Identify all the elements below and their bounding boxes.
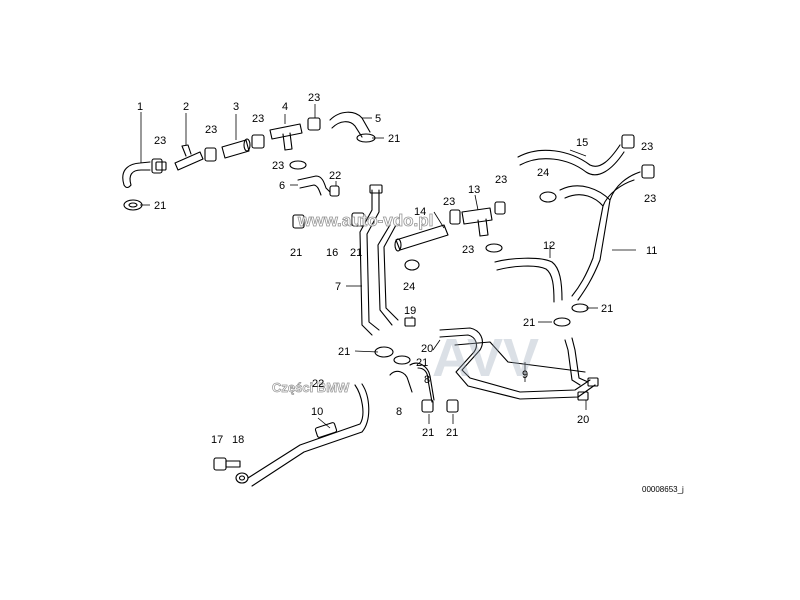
- callout-11: 11: [646, 245, 657, 257]
- part-24-clamp-right: [539, 191, 557, 203]
- callout-10: 10: [311, 406, 323, 418]
- callout-20-a: 20: [421, 343, 433, 355]
- callout-23-h: 23: [462, 244, 474, 256]
- callout-5: 5: [375, 113, 381, 125]
- callout-21-d: 21: [350, 247, 362, 259]
- part-19-fitting: [404, 317, 416, 327]
- callout-23-f: 23: [443, 196, 455, 208]
- part-21-clamp-mid: [374, 346, 411, 365]
- callout-23-a: 23: [308, 92, 320, 104]
- callout-21-c: 21: [290, 247, 302, 259]
- callout-24-a: 24: [403, 281, 415, 293]
- part-13-connector: [461, 207, 493, 237]
- callout-23-i: 23: [641, 141, 653, 153]
- leader-lines: [140, 104, 636, 429]
- part-14-hose-straight: [394, 224, 449, 252]
- callout-21-i: 21: [422, 427, 434, 439]
- callout-20-b: 20: [577, 414, 589, 426]
- part-1-hose-elbow: [122, 161, 151, 189]
- svg-text:AVV: AVV: [432, 328, 539, 388]
- callout-23-c: 23: [205, 124, 217, 136]
- callout-6: 6: [279, 180, 285, 192]
- callout-22-b: 22: [312, 378, 324, 390]
- part-10-pipe: [247, 383, 370, 487]
- part-21-clamp-bottom: [421, 399, 459, 413]
- part-23-clamp-12: [641, 164, 655, 179]
- part-17-bolt: [213, 457, 241, 471]
- callout-9: 9: [522, 369, 528, 381]
- part-23-clamp-9: [494, 201, 506, 215]
- part-3-hose-straight: [221, 138, 251, 159]
- callout-19: 19: [404, 305, 416, 317]
- part-23-clamp-4: [307, 117, 321, 131]
- part-9-pipe-assembly: [439, 327, 596, 400]
- callout-8-b: 8: [396, 406, 402, 418]
- callout-21-g: 21: [338, 346, 350, 358]
- callout-23-e: 23: [272, 160, 284, 172]
- part-11-hose-long: [559, 171, 641, 301]
- callout-14: 14: [414, 206, 426, 218]
- part-23-clamp-6: [289, 160, 307, 170]
- part-5-hose-bend: [329, 111, 371, 138]
- part-23-clamp-3: [251, 134, 265, 149]
- part-23-clamp-1: [151, 158, 167, 174]
- part-7-pipe-assembly: [359, 184, 399, 336]
- diagram-code: 00008653_j: [642, 485, 684, 494]
- callout-24-b: 24: [537, 167, 549, 179]
- callout-21-b: 21: [154, 200, 166, 212]
- callout-23-d: 23: [252, 113, 264, 125]
- part-21-clamp-left: [123, 199, 143, 211]
- callout-16: 16: [326, 247, 338, 259]
- part-23-clamp-11: [621, 134, 635, 149]
- part-23-clamp-8: [449, 209, 461, 225]
- callout-21-h: 21: [416, 357, 428, 369]
- callout-15: 15: [576, 137, 588, 149]
- part-15-hose-bend: [517, 144, 625, 176]
- part-18-washer: [235, 472, 249, 484]
- callout-22-a: 22: [329, 170, 341, 182]
- part-8-hose-elbow: [389, 362, 435, 403]
- callout-21-a: 21: [388, 133, 400, 145]
- callout-13: 13: [468, 184, 480, 196]
- part-16-clamp: [351, 212, 365, 227]
- callout-23-g: 23: [495, 174, 507, 186]
- part-22-clamp-top: [329, 185, 340, 197]
- callout-1: 1: [137, 101, 143, 113]
- part-4-t-connector: [269, 123, 303, 151]
- part-23-clamp-2: [204, 147, 217, 162]
- callout-labels: 1 2 3 4 23 5 21 23 23 23 21 23 6 22 21 1…: [137, 92, 657, 446]
- caption-watermark: Części BMW: [272, 380, 350, 395]
- part-21-clamp-pair: [553, 303, 589, 327]
- part-12-hose-bend: [494, 257, 563, 303]
- callout-17: 17: [211, 434, 223, 446]
- site-watermark: www.auto-vdo.pl: [297, 211, 433, 230]
- callout-21-f: 21: [523, 317, 535, 329]
- part-6-hose-small: [297, 175, 331, 196]
- callout-12: 12: [543, 240, 555, 252]
- callout-3: 3: [233, 101, 239, 113]
- callout-8-a: 8: [424, 374, 430, 386]
- part-24-clamp-left: [404, 259, 420, 271]
- callout-18: 18: [232, 434, 244, 446]
- callout-4: 4: [282, 101, 288, 113]
- part-2-y-connector: [174, 144, 204, 171]
- callout-7: 7: [335, 281, 341, 293]
- callout-21-j: 21: [446, 427, 458, 439]
- avv-logo-watermark: AVV: [432, 328, 539, 388]
- callout-23-j: 23: [644, 193, 656, 205]
- callout-2: 2: [183, 101, 189, 113]
- part-23-clamp-10: [485, 243, 503, 253]
- callout-21-e: 21: [601, 303, 613, 315]
- part-20-fitting-right: [577, 377, 599, 401]
- callout-23-b: 23: [154, 135, 166, 147]
- part-23-clamp-7: [292, 214, 305, 229]
